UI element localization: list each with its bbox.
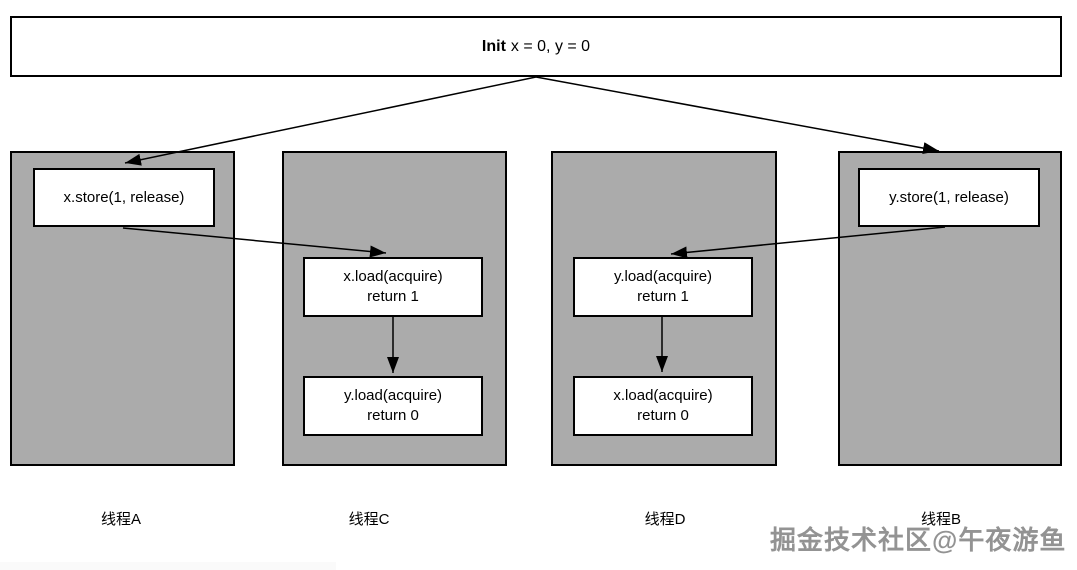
node-y-store: y.store(1, release) (858, 168, 1040, 227)
node-d-x-load-return: return 0 (637, 407, 689, 424)
init-keyword: Init (481, 37, 506, 55)
node-x-store-text: x.store(1, release) (63, 188, 185, 206)
node-d-y-load-return: return 1 (637, 288, 689, 305)
init-expression: x = 0, y = 0 (510, 37, 591, 55)
node-y-store-text: y.store(1, release) (889, 188, 1009, 206)
node-c-y-load-call: y.load(acquire) (343, 387, 443, 404)
watermark-text: 掘金技术社区@午夜游鱼 (770, 525, 1067, 555)
thread-label-d: 线程D (644, 511, 686, 528)
node-d-x-load-call: x.load(acquire) (613, 387, 713, 404)
node-c-x-load: x.load(acquire) return 1 (303, 257, 483, 317)
node-d-y-load: y.load(acquire) return 1 (573, 257, 753, 317)
node-c-x-load-return: return 1 (367, 288, 419, 305)
thread-label-c: 线程C (348, 511, 390, 528)
node-d-y-load-call: y.load(acquire) (613, 268, 713, 285)
node-x-store: x.store(1, release) (33, 168, 215, 227)
init-box: Init x = 0, y = 0 (10, 16, 1062, 77)
node-c-y-load: y.load(acquire) return 0 (303, 376, 483, 436)
thread-label-a: 线程A (100, 511, 142, 528)
thread-label-b: 线程B (920, 511, 962, 528)
node-c-x-load-call: x.load(acquire) (343, 268, 443, 285)
node-d-x-load: x.load(acquire) return 0 (573, 376, 753, 436)
footer-strip (0, 562, 336, 570)
node-c-y-load-return: return 0 (367, 407, 419, 424)
arrow-init-to-thread-b (535, 76, 940, 155)
